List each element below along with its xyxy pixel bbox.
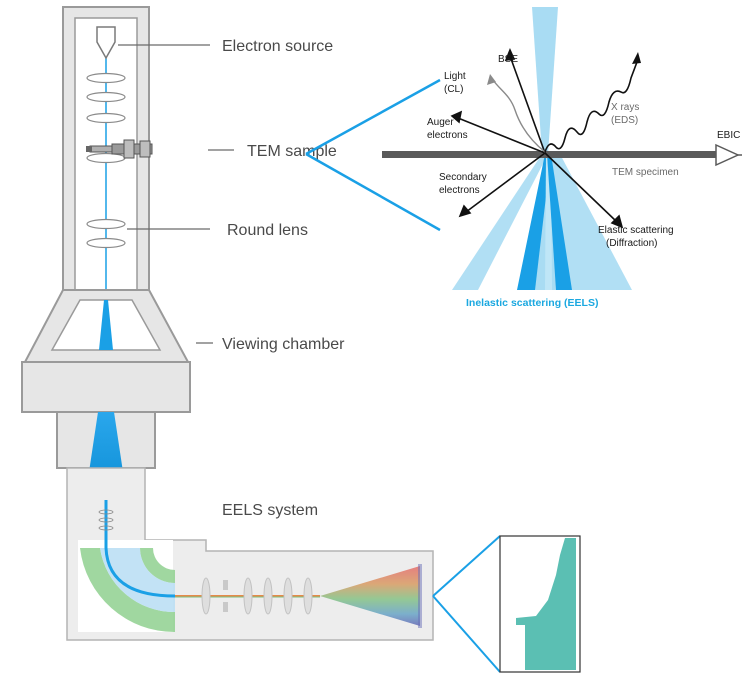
label-secondary-1: Secondary — [439, 172, 487, 183]
projection-chamber — [56, 411, 156, 501]
label-auger-1: Auger — [427, 117, 454, 128]
label-elastic-1: Elastic scattering — [598, 225, 674, 236]
eels-system — [66, 467, 434, 641]
label-light-2: (CL) — [444, 84, 463, 95]
label-inelastic-scattering: Inelastic scattering (EELS) — [466, 297, 598, 309]
label-electron-source: Electron source — [222, 38, 333, 55]
viewing-chamber — [21, 289, 191, 413]
label-tem-sample: TEM sample — [247, 143, 337, 160]
electron-gun-icon — [96, 26, 116, 60]
label-xrays-1: X rays — [611, 102, 639, 113]
tem-sample-holder — [86, 139, 153, 159]
label-round-lens: Round lens — [227, 222, 308, 239]
label-viewing-chamber: Viewing chamber — [222, 336, 345, 353]
label-eels-system: EELS system — [222, 502, 318, 519]
label-bse: BSE — [498, 54, 518, 65]
label-light-1: Light — [444, 71, 466, 82]
zoom-bracket — [305, 78, 441, 232]
label-tem-specimen: TEM specimen — [612, 167, 679, 178]
spectrum-inset — [432, 535, 581, 673]
leader-lines — [118, 44, 234, 344]
signals-inset — [382, 7, 742, 290]
label-xrays-2: (EDS) — [611, 115, 638, 126]
round-lenses — [86, 218, 126, 249]
detector-triangle-icon — [715, 143, 740, 167]
label-elastic-2: (Diffraction) — [606, 238, 658, 249]
label-secondary-2: electrons — [439, 185, 480, 196]
label-auger-2: electrons — [427, 130, 468, 141]
label-ebic: EBIC — [717, 130, 740, 141]
